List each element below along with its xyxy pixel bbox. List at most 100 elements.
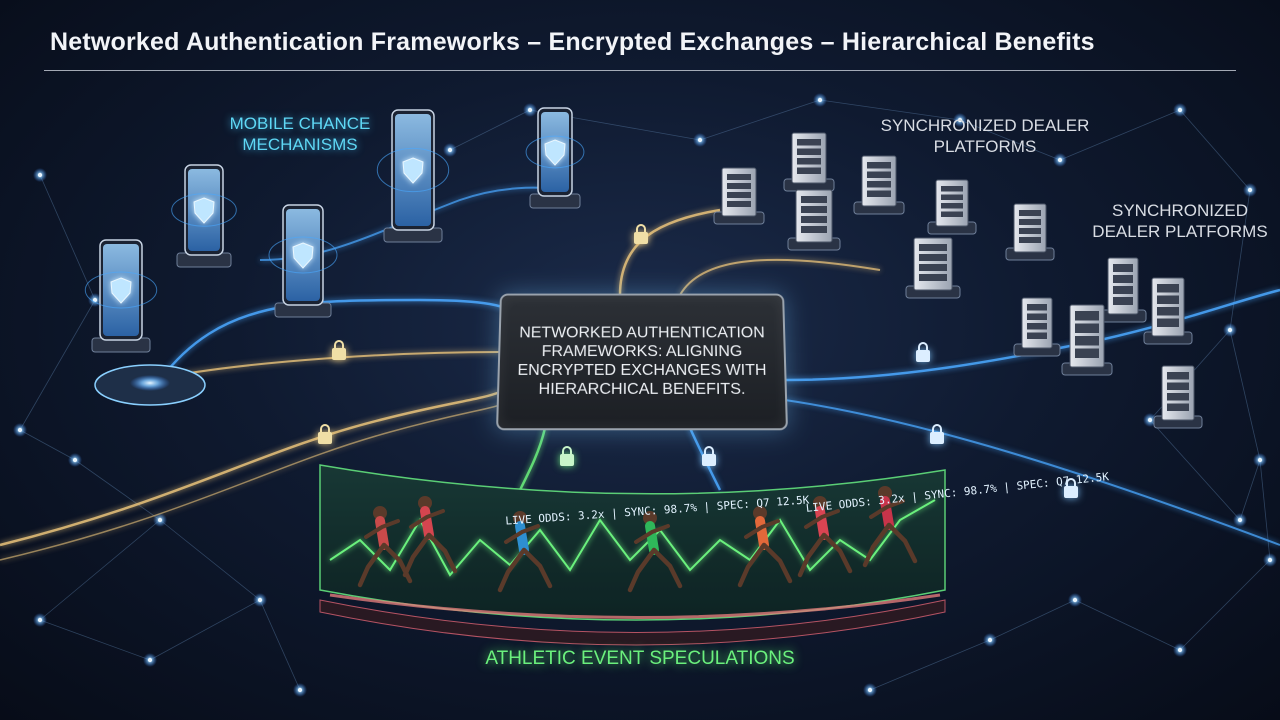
server-rack-icon	[1099, 257, 1147, 323]
server-slot	[919, 254, 947, 261]
runner-legs	[627, 547, 683, 593]
central-framework-panel: Networked Authentication Frameworks: Ali…	[495, 293, 789, 431]
server-slot	[727, 201, 751, 207]
mesh-link	[449, 109, 531, 151]
server-slot	[1027, 323, 1047, 330]
lock-icon	[318, 424, 332, 444]
lock-icon	[702, 446, 716, 466]
mobile-chance-label: Mobile Chance Mechanisms	[229, 114, 371, 154]
title-divider	[44, 70, 1236, 71]
server-slot	[941, 203, 963, 209]
mesh-link	[989, 599, 1076, 641]
lock-icon	[560, 446, 574, 466]
phone-halo	[84, 271, 158, 309]
server-slot	[1157, 318, 1179, 327]
mesh-node	[1177, 647, 1183, 653]
server-slot	[1113, 275, 1133, 283]
mesh-link	[1239, 459, 1261, 521]
server-slot	[941, 194, 963, 200]
server-rack-icon	[1061, 304, 1113, 376]
server-slot	[797, 167, 821, 174]
runner-head	[418, 496, 432, 510]
smartphone-icon	[376, 109, 450, 243]
mesh-node	[297, 687, 303, 693]
server-rack-icon	[783, 132, 835, 192]
runner-torso	[420, 506, 434, 540]
server-slot	[941, 211, 963, 217]
server-slot	[727, 174, 751, 180]
server-slot	[797, 139, 821, 146]
server-slot	[801, 216, 827, 223]
server-slot	[867, 190, 891, 197]
server-slot	[1167, 403, 1189, 411]
mesh-node	[1247, 187, 1253, 193]
server-slot	[797, 148, 821, 155]
server-rack-icon	[905, 237, 961, 299]
runner-head	[643, 511, 657, 525]
blue-stream-right-2	[784, 399, 1280, 546]
runner-head	[753, 506, 767, 520]
mesh-node	[147, 657, 153, 663]
server-slot	[1075, 311, 1099, 321]
lock-icon	[332, 340, 346, 360]
server-slot	[1157, 284, 1179, 293]
gold-stream-hub	[149, 351, 501, 381]
runner-arms	[634, 524, 670, 544]
mesh-link	[959, 119, 1061, 161]
server-rack-icon	[853, 155, 905, 215]
dealer-servers	[713, 132, 1203, 429]
server-slot	[1019, 219, 1041, 225]
blue-stream-phones	[159, 298, 511, 381]
gold-stream-servers-2	[679, 258, 881, 296]
server-slot	[1167, 393, 1189, 401]
shield-icon	[193, 197, 215, 224]
server-slot	[797, 158, 821, 165]
runner-head	[373, 506, 387, 520]
runner-arms	[409, 509, 445, 529]
mobile-hub-disc	[94, 364, 206, 406]
server-rack-icon	[1005, 203, 1055, 261]
server-slot	[1113, 297, 1133, 305]
page-title: Networked Authentication Frameworks – En…	[50, 28, 1095, 56]
dealer-platforms-label-right: Synchronized Dealer Platforms	[1092, 201, 1268, 241]
track-lane	[329, 593, 941, 619]
mesh-link	[819, 99, 961, 121]
runner-figure	[737, 506, 793, 588]
gold-stream-servers	[618, 208, 721, 296]
server-slot	[1019, 210, 1041, 216]
runner-figure	[862, 486, 918, 568]
server-rack-icon	[927, 179, 977, 235]
mesh-node	[157, 517, 163, 523]
mesh-link	[39, 519, 161, 621]
phone-halo	[525, 135, 585, 169]
athletic-event-screen	[319, 464, 946, 646]
server-slot	[1075, 336, 1099, 346]
smartphone-icon	[268, 204, 338, 318]
runner-figure	[627, 511, 683, 593]
server-rack-icon	[787, 189, 841, 251]
mesh-node	[72, 457, 78, 463]
mesh-node	[1147, 417, 1153, 423]
mesh-link	[159, 519, 261, 601]
lock-icon	[916, 342, 930, 362]
runner-figure	[357, 506, 413, 588]
server-slot	[941, 186, 963, 192]
server-slot	[1019, 237, 1041, 243]
gold-stream-left-2	[0, 404, 501, 561]
server-rack-icon	[1153, 365, 1203, 429]
runner-torso	[880, 496, 894, 530]
phone-halo	[171, 193, 237, 227]
server-slot	[1167, 382, 1189, 390]
mesh-link	[1179, 559, 1271, 651]
mesh-link	[39, 174, 96, 301]
mesh-node	[1057, 157, 1063, 163]
runner-figure	[797, 496, 853, 578]
mesh-node	[1237, 517, 1243, 523]
mesh-node	[527, 107, 533, 113]
runner-legs	[862, 522, 918, 568]
runner-head	[878, 486, 892, 500]
smartphone-icon	[171, 164, 237, 268]
runner-head	[513, 511, 527, 525]
runner-figures	[357, 486, 918, 593]
